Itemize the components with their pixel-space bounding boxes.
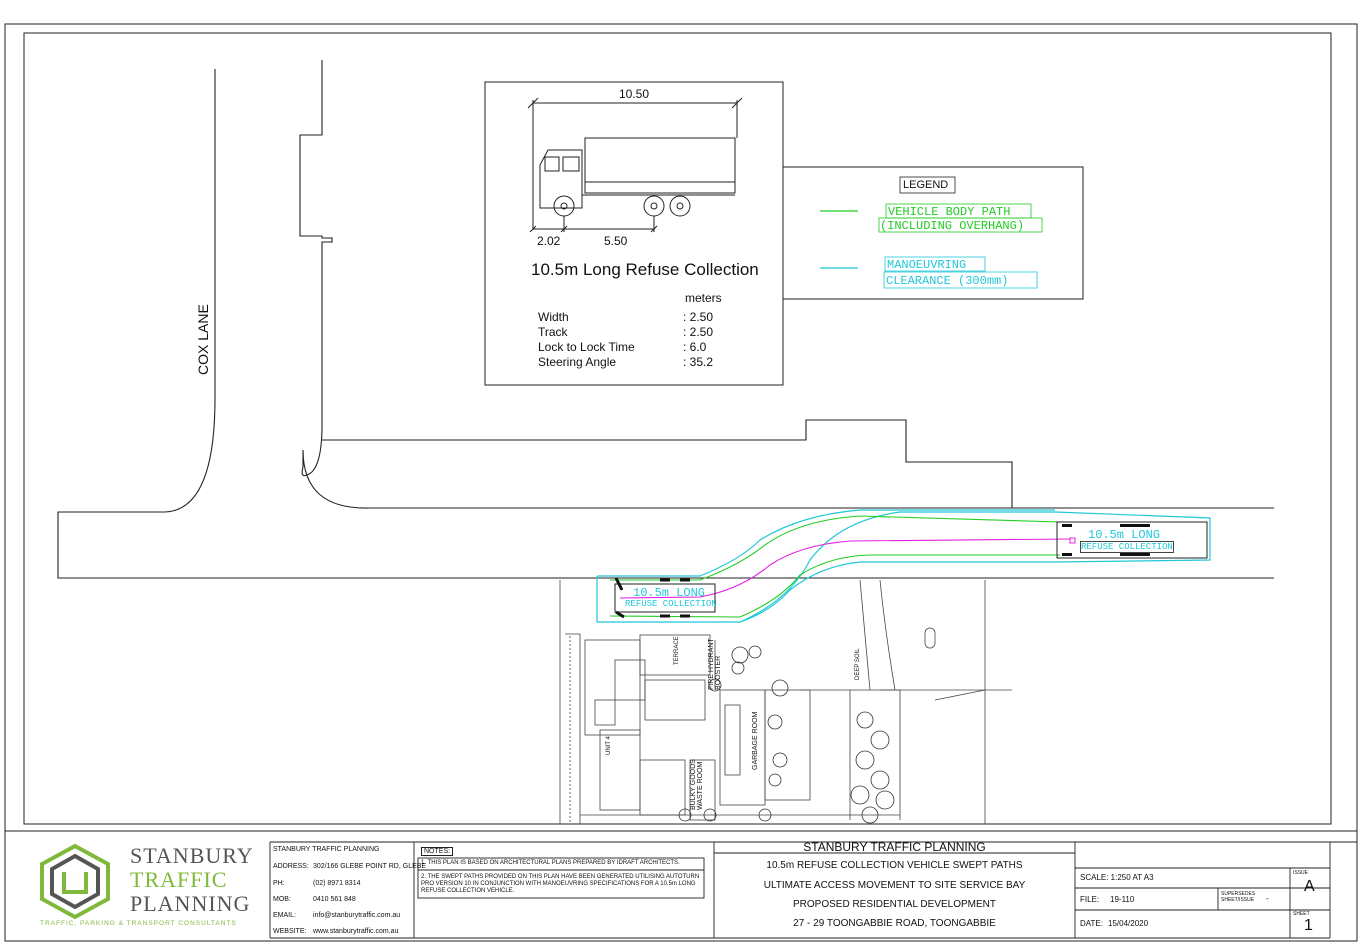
bulky-goods-label: BULKY GOODS WASTE ROOM (690, 759, 704, 810)
mob-label: MOB: (273, 896, 291, 903)
company-logo (40, 843, 110, 920)
truck-label-end-1: 10.5m LONG (1088, 528, 1161, 542)
date-value: 15/04/2020 (1108, 919, 1149, 928)
vegetation (678, 645, 895, 824)
vehicle-path (619, 538, 1071, 599)
legend-clearance-1: MANOEUVRING (887, 258, 967, 272)
truck-label-start-2: REFUSE COLLECTION (625, 599, 717, 609)
address-label: ADDRESS: (273, 863, 309, 870)
spec-label: Track (538, 325, 568, 339)
website-value[interactable]: www.stanburytraffic.com.au (313, 928, 399, 935)
scale-value: SCALE: 1:250 AT A3 (1080, 873, 1154, 882)
company-name-2: TRAFFIC (130, 867, 228, 892)
project-header: STANBURY TRAFFIC PLANNING (803, 840, 986, 854)
legend-clearance-2: CLEARANCE (300mm) (886, 274, 1009, 288)
overall-length: 10.50 (619, 87, 650, 101)
website-label: WEBSITE: (273, 928, 307, 935)
file-label: FILE: (1080, 895, 1100, 904)
spec-label: Lock to Lock Time (538, 340, 635, 354)
company-tagline: TRAFFIC, PARKING & TRANSPORT CONSULTANTS (40, 920, 237, 927)
address-value: 302/166 GLEBE POINT RD, GLEBE (313, 863, 427, 870)
note-2b: PRO VERSION 10 IN CONJUNCTION WITH MANOE… (421, 881, 696, 887)
truck-label-end-2: REFUSE COLLECTION (1080, 541, 1174, 553)
issue-value: A (1304, 878, 1315, 895)
road-lines (57, 60, 1274, 579)
legend-title: LEGEND (903, 179, 949, 191)
deep-soil-label: DEEP SOIL (855, 648, 861, 680)
spec-row-width: Width : 2.50 (538, 310, 713, 325)
truck-end (1056, 521, 1208, 559)
note-2c: REFUSE COLLECTION VEHICLE. (421, 888, 515, 894)
email-value[interactable]: info@stanburytraffic.com.au (313, 912, 401, 919)
spec-label: Steering Angle (538, 355, 617, 369)
vehicle-title: 10.5m Long Refuse Collection (531, 260, 759, 279)
sheet-label: SHEET (1293, 911, 1310, 917)
front-overhang: 2.02 (537, 234, 561, 248)
sheet-value: 1 (1304, 917, 1313, 934)
company-name-3: PLANNING (130, 891, 251, 916)
company-name-1: STANBURY (130, 843, 254, 868)
contact-header: STANBURY TRAFFIC PLANNING (273, 846, 380, 853)
fire-hydrant-label: FIRE HYDRANT BOOSTER (708, 638, 722, 690)
email-label: EMAIL: (273, 912, 296, 919)
units-label: meters (685, 291, 722, 305)
file-value: 19-110 (1110, 895, 1135, 904)
spec-row-steering: Steering Angle : 35.2 (538, 355, 713, 370)
supersedes-value: - (1266, 894, 1269, 903)
unit-label: UNIT 4 (606, 736, 612, 755)
truck-label-start-1: 10.5m LONG (633, 586, 706, 600)
title-block-lines (4, 830, 1358, 942)
clearance-path (596, 509, 1211, 623)
wheelbase: 5.50 (604, 234, 628, 248)
garbage-room-label: GARBAGE ROOM (752, 711, 759, 770)
date-label: DATE: (1080, 919, 1103, 928)
ph-label: PH: (273, 880, 285, 887)
notes-label: NOTES: (421, 847, 454, 856)
truck-elevation (527, 97, 743, 233)
project-line-1: 10.5m REFUSE COLLECTION VEHICLE SWEPT PA… (766, 860, 1023, 871)
architectural-plan (559, 579, 1012, 824)
note-2a: 2. THE SWEPT PATHS PROVIDED ON THIS PLAN… (421, 874, 700, 880)
note-1: 1. THIS PLAN IS BASED ON ARCHITECTURAL P… (421, 860, 680, 866)
mob-value: 0410 561 848 (313, 896, 356, 903)
spec-value: : 2.50 (683, 310, 714, 324)
project-line-2: ULTIMATE ACCESS MOVEMENT TO SITE SERVICE… (763, 880, 1026, 891)
spec-value: : 2.50 (683, 325, 714, 339)
spec-label: Width (538, 310, 569, 324)
ph-value: (02) 8971 8314 (313, 880, 361, 887)
legend-body-path-2: (INCLUDING OVERHANG) (880, 219, 1025, 233)
spec-row-lock: Lock to Lock Time : 6.0 (538, 340, 706, 355)
supersedes-label: SUPERSEDES SHEET/ISSUE (1221, 891, 1256, 903)
spec-row-track: Track : 2.50 (538, 325, 713, 340)
spec-value: : 6.0 (683, 340, 707, 354)
spec-table: Width : 2.50 Track : 2.50 Lock to Lock T… (538, 310, 713, 370)
project-line-3: PROPOSED RESIDENTIAL DEVELOPMENT (792, 899, 996, 910)
street-name: COX LANE (195, 304, 211, 375)
terrace-label: TERRACE (674, 636, 680, 665)
truck-start (614, 577, 716, 619)
body-path (609, 515, 1061, 618)
spec-value: : 35.2 (683, 355, 714, 369)
issue-label: ISSUE (1293, 870, 1309, 876)
legend-body-path-1: VEHICLE BODY PATH (888, 205, 1011, 219)
project-line-4: 27 - 29 TOONGABBIE ROAD, TOONGABBIE (793, 918, 996, 929)
